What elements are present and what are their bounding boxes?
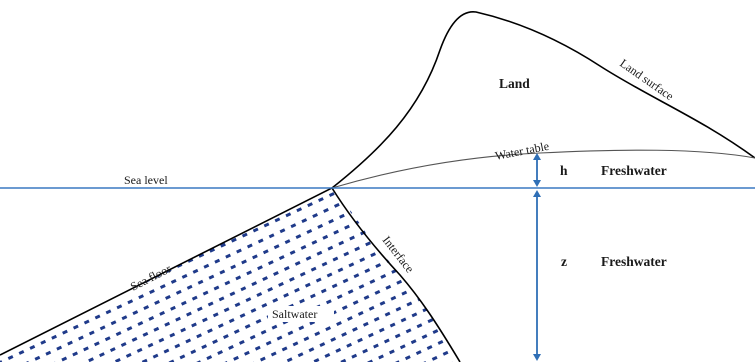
h-arrow-head-top [533,153,541,160]
z-arrow [533,190,541,361]
saltwater-wedge [0,188,460,362]
z-arrow-head-top [533,190,541,197]
sea-level-label: Sea level [124,173,168,187]
z-arrow-head-bottom [533,354,541,361]
saltwater-label: Saltwater [272,307,317,321]
interface-line [331,187,461,362]
freshwater-lower-label: Freshwater [601,254,667,269]
h-label: h [560,163,568,178]
water-table-label: Water table [494,139,550,163]
saltwater-label-bg [268,306,334,322]
z-label: z [561,254,567,269]
land-label: Land [499,76,530,91]
h-arrow-head-bottom [533,180,541,187]
freshwater-upper-label: Freshwater [601,163,667,178]
h-arrow [533,153,541,187]
land-surface-label: Land surface [617,56,676,103]
water-table-line [331,149,755,189]
land-outline [0,11,755,356]
